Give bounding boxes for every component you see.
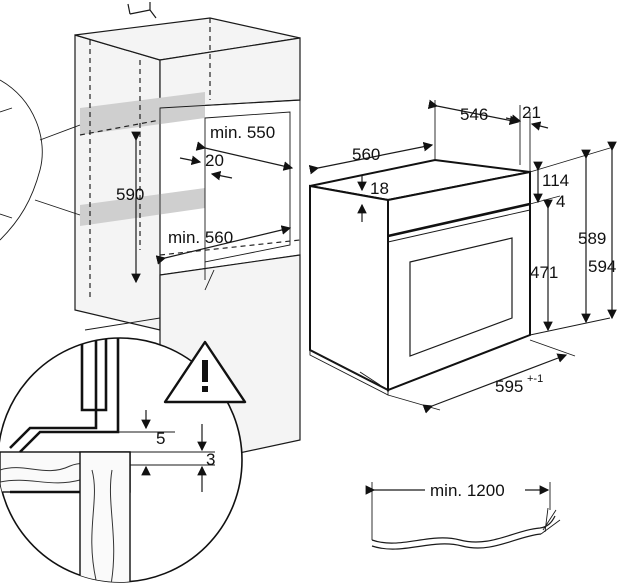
warning-triangle-icon — [163, 340, 247, 404]
detail-gap-b-label: 3 — [206, 450, 215, 469]
height-dimensions: 114 4 471 589 594 — [529, 141, 617, 336]
niche-height-dimension: 590 — [116, 131, 144, 284]
oven-width-label: 560 — [352, 145, 380, 164]
niche-height-label: 590 — [116, 185, 144, 204]
cable-length-label: min. 1200 — [430, 481, 505, 500]
top-offset-dimension: 18 — [357, 176, 389, 222]
front-width-tolerance: +-1 — [527, 373, 543, 385]
oven-width-dimension: 560 — [308, 141, 434, 175]
oven — [309, 158, 531, 396]
door-height-label: 471 — [530, 263, 558, 282]
side-gap-dimension: 20 — [179, 151, 233, 181]
side-callout — [0, 79, 81, 241]
oven-depth-label: 546 — [460, 105, 488, 124]
total-height-label: 594 — [588, 257, 616, 276]
detail-gap-a-label: 5 — [156, 429, 165, 448]
body-height-label: 589 — [578, 229, 606, 248]
vent-arrow-icon — [127, 2, 157, 19]
panel-gap-label: 4 — [556, 192, 565, 211]
shelf-shade-top — [80, 92, 205, 135]
oven-depth-dimension: 546 — [427, 99, 521, 165]
niche-width-label: min. 560 — [168, 228, 233, 247]
niche-width-dimension: min. 560 — [155, 225, 292, 265]
front-depth-label: 21 — [522, 103, 541, 122]
panel-height-label: 114 — [542, 171, 569, 190]
power-cable: min. 1200 — [365, 481, 561, 550]
front-width-dimension: 595 +-1 — [387, 339, 576, 414]
niche-depth-dimension: min. 550 — [195, 123, 294, 171]
front-depth-dimension: 21 — [505, 103, 549, 172]
niche-depth-label: min. 550 — [210, 123, 275, 142]
shelf-shade-bottom — [80, 188, 205, 226]
detail-callout: 5 3 — [0, 269, 247, 583]
front-width-label: 595 — [495, 377, 523, 396]
top-offset-label: 18 — [370, 179, 389, 198]
side-gap-label: 20 — [205, 151, 224, 170]
